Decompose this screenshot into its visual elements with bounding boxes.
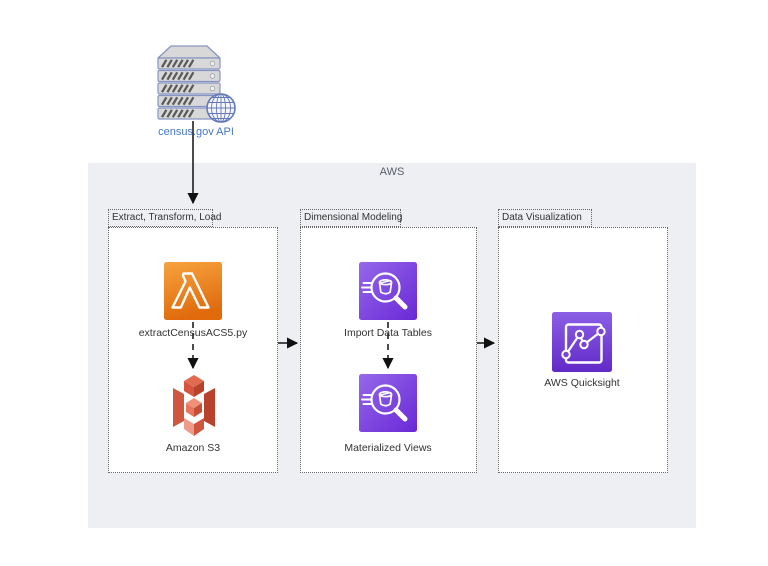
redshift-query-icon — [359, 374, 417, 432]
lambda-node-label: extractCensusACS5.py — [138, 327, 248, 339]
quicksight-node-label: AWS Quicksight — [544, 377, 620, 389]
s3-node-label: Amazon S3 — [165, 442, 221, 454]
materialized-views-node-label: Materialized Views — [344, 442, 432, 454]
aws-group-label: AWS — [379, 166, 405, 178]
import-tables-node-label: Import Data Tables — [344, 327, 432, 339]
etl-container-label: Extract, Transform, Load — [108, 209, 222, 227]
data-visualization-label: Data Visualization — [498, 209, 592, 227]
redshift-query-icon — [359, 262, 417, 320]
census-api-label: census.gov API — [158, 126, 234, 138]
amazon-s3-icon — [173, 375, 215, 436]
aws-lambda-icon — [164, 262, 222, 320]
dimensional-modeling-label: Dimensional Modeling — [300, 209, 402, 227]
aws-quicksight-icon — [552, 312, 612, 372]
server-globe-icon — [157, 45, 236, 123]
